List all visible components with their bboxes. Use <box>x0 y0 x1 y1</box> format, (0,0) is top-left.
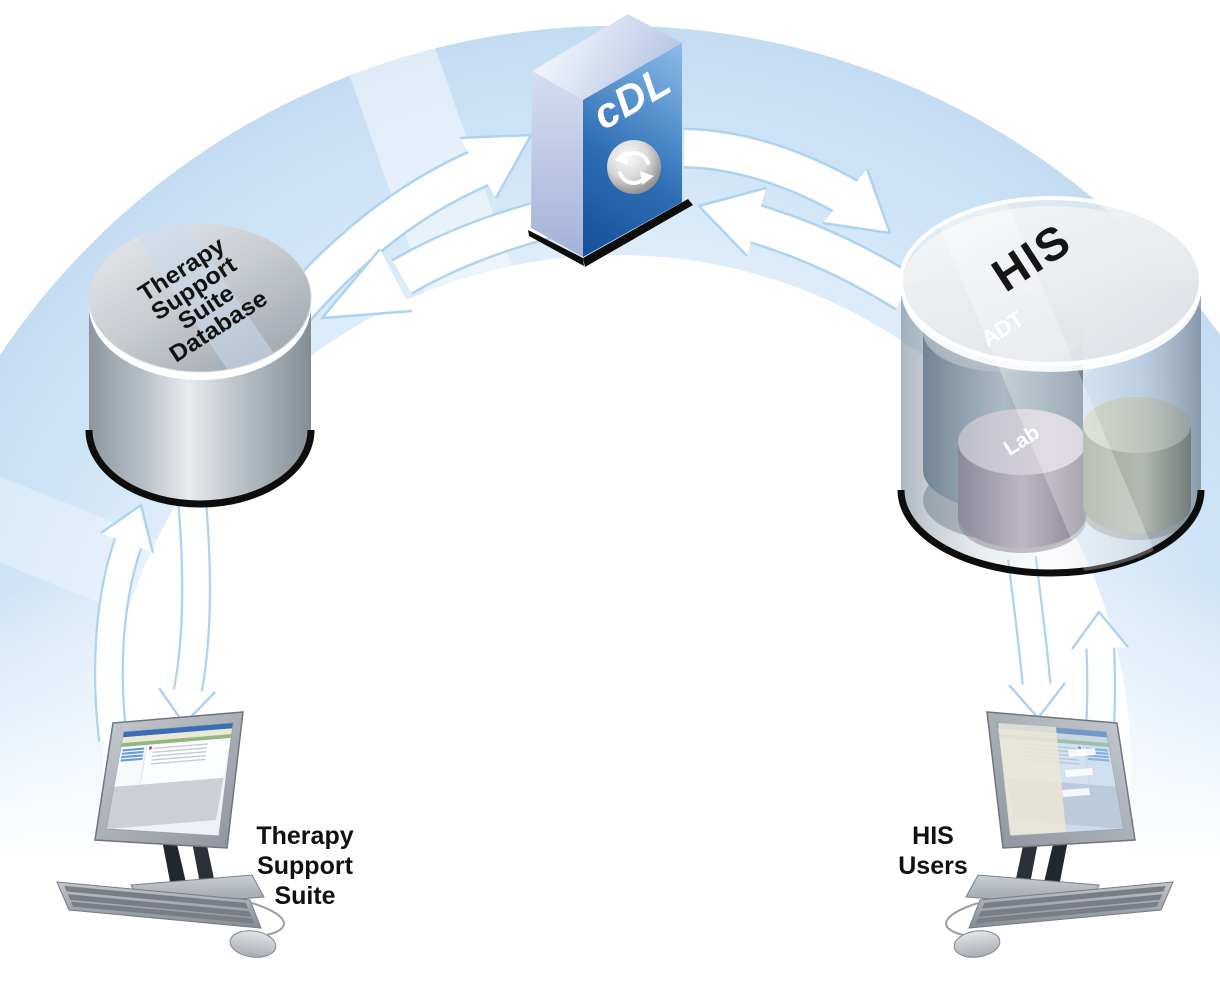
sync-icon <box>607 140 661 194</box>
his-workstation <box>945 711 1174 962</box>
arrow-his-to-cdl <box>697 186 917 311</box>
arrow-db-to-workstation <box>157 498 216 726</box>
tss-database-cylinder <box>85 223 315 508</box>
arrow-his-to-workstation <box>1007 556 1066 720</box>
his-users-label: HIS Users <box>898 822 968 880</box>
arrow-db-to-cdl <box>278 133 533 324</box>
tss-workstation-label: Therapy Support Suite <box>256 822 354 910</box>
arrow-workstation-to-db <box>93 503 155 742</box>
cdl-software-box <box>528 14 693 267</box>
his-cylinder <box>897 196 1205 577</box>
arrow-cdl-to-his <box>683 127 892 235</box>
